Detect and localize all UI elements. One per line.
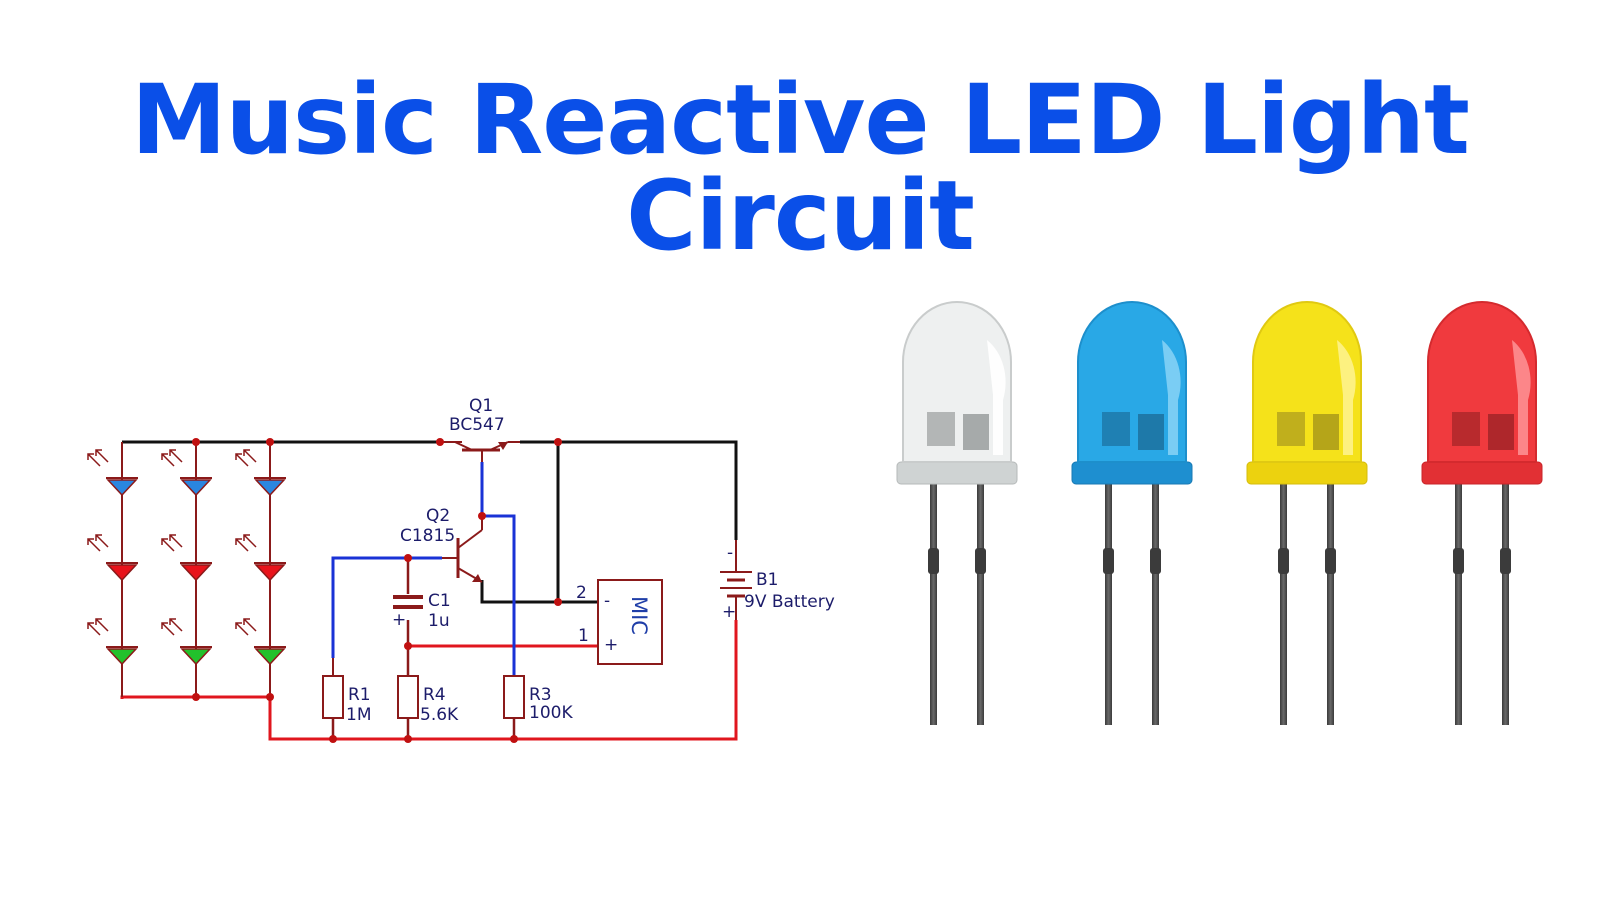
b1-ref: B1 [756, 570, 778, 590]
r3-ref: R3 [529, 685, 552, 705]
c1-value: 1u [428, 611, 450, 631]
schematic: Q1 BC547 Q2 C1815 + C1 1u R1 1M R4 5.6K [87, 396, 835, 743]
q2-value: C1815 [400, 526, 455, 546]
mic-label: MIC [627, 596, 651, 635]
c1-polarity: + [392, 610, 406, 630]
wire-bottom-rail [120, 620, 738, 741]
junction-dots [192, 438, 562, 743]
schematic-led [161, 618, 212, 666]
transistor-q1 [440, 441, 520, 462]
schematic-led [235, 449, 286, 497]
r4-ref: R4 [423, 685, 446, 705]
mic-pin-plus: + [604, 635, 618, 655]
mic-pin-plus-num: 1 [578, 626, 589, 646]
led-red [1421, 301, 1543, 725]
schematic-led [235, 534, 286, 582]
resistor-r1 [322, 675, 344, 719]
capacitor-c1 [393, 595, 423, 609]
schematic-led [87, 449, 138, 497]
r1-value: 1M [346, 705, 371, 725]
r3-value: 100K [529, 703, 573, 723]
b1-value: 9V Battery [744, 592, 835, 612]
q1-value: BC547 [449, 415, 505, 435]
wire-top-right [520, 440, 738, 540]
r4-value: 5.6K [420, 705, 459, 725]
led-array [87, 449, 286, 666]
r1-ref: R1 [348, 685, 371, 705]
led-photos [896, 301, 1543, 725]
led-yellow [1246, 301, 1368, 725]
battery-b1 [720, 540, 752, 620]
c1-ref: C1 [428, 591, 451, 611]
schematic-led [87, 534, 138, 582]
wire-q2-base [331, 556, 442, 658]
schematic-led [87, 618, 138, 666]
q1-ref: Q1 [469, 396, 493, 416]
led-white [896, 301, 1018, 725]
page-title: Music Reactive LED Light Circuit [131, 64, 1470, 272]
q2-ref: Q2 [426, 506, 450, 526]
mic-pin-minus-num: 2 [576, 583, 587, 603]
microphone [597, 579, 663, 665]
mic-pin-minus: - [604, 591, 610, 611]
led-blue [1071, 301, 1193, 725]
schematic-led [235, 618, 286, 666]
resistor-r3 [503, 675, 525, 719]
schematic-led [161, 449, 212, 497]
resistor-r4 [397, 675, 419, 719]
schematic-led [161, 534, 212, 582]
b1-plus: + [722, 602, 736, 622]
wire-q1-base [480, 462, 516, 676]
b1-minus: - [727, 543, 733, 563]
